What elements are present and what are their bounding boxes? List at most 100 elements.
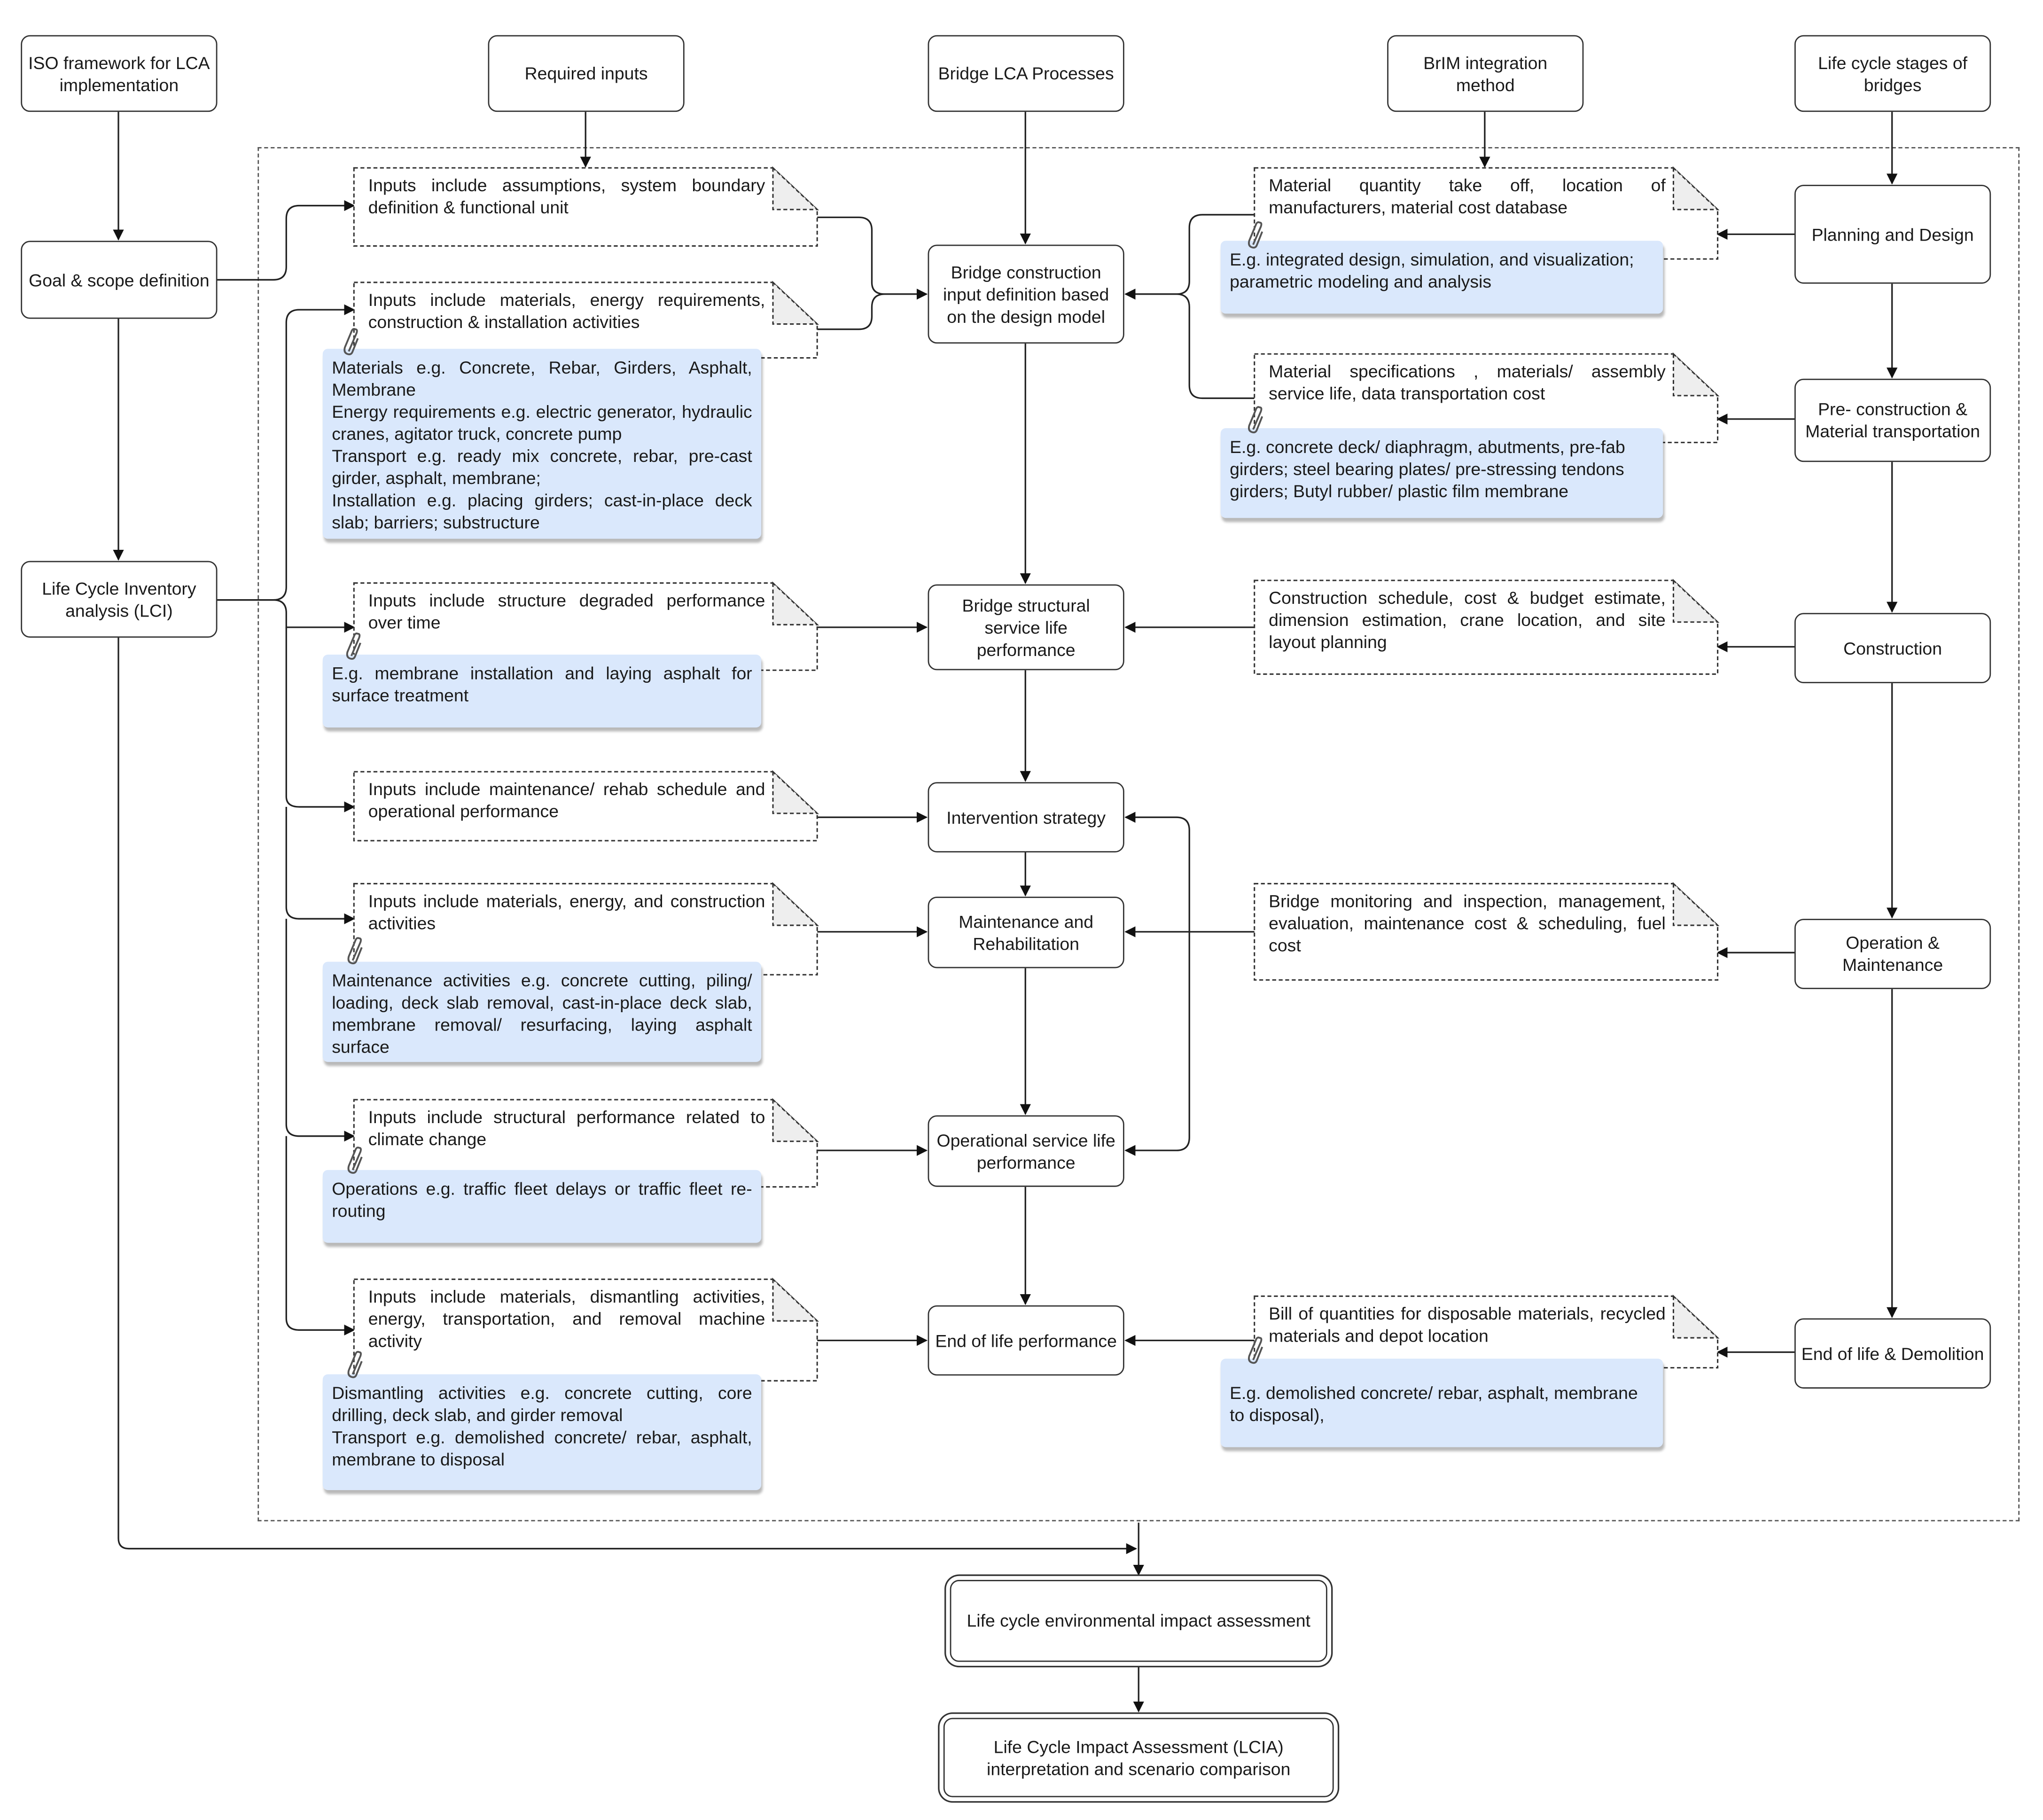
lci-box: Life Cycle Inventory analysis (LCI)	[21, 561, 218, 638]
input-detail-membrane-text: E.g. membrane installation and laying as…	[332, 664, 752, 706]
stage-end-of-life-demolition-label: End of life & Demolition	[1801, 1344, 1984, 1363]
stage-construction: Construction	[1794, 613, 1991, 683]
input-detail-dismantling: Dismantling activities e.g. concrete cut…	[322, 1374, 762, 1490]
brim-detail-components: E.g. concrete deck/ diaphragm, abutments…	[1220, 428, 1663, 518]
arrow-brim2-to-p1	[1124, 289, 1255, 399]
stage-preconstruction-label: Pre- construction & Material transportat…	[1805, 399, 1981, 441]
input-note-rehab-schedule: Inputs include maintenance/ rehab schedu…	[353, 770, 819, 842]
note-frame	[1254, 578, 1720, 675]
brim-note-construction-schedule: Construction schedule, cost & budget est…	[1254, 578, 1720, 675]
arrow-brim4-to-p3	[1124, 812, 1190, 932]
note-frame	[1254, 882, 1720, 981]
paperclip-icon	[1248, 406, 1266, 435]
paperclip-icon	[347, 1146, 366, 1175]
brim-detail-disposal-text: E.g. demolished concrete/ rebar, asphalt…	[1230, 1383, 1638, 1425]
input-note-assumptions-text: Inputs include assumptions, system bound…	[368, 175, 765, 218]
input-detail-maintenance-text: Maintenance activities e.g. concrete cut…	[332, 970, 752, 1057]
paperclip-icon	[1248, 221, 1266, 250]
note-frame	[353, 281, 819, 359]
input-note-rehab-schedule-text: Inputs include maintenance/ rehab schedu…	[368, 779, 765, 821]
header-bridge-lca-label: Bridge LCA Processes	[938, 63, 1114, 84]
input-note-materials-energy: Inputs include materials, energy require…	[353, 281, 819, 359]
input-detail-operations: Operations e.g. traffic fleet delays or …	[322, 1170, 762, 1243]
assessment-environmental-impact-label: Life cycle environmental impact assessme…	[967, 1611, 1310, 1631]
brim-detail-design-text: E.g. integrated design, simulation, and …	[1230, 250, 1634, 292]
arrow-lci-to-assessment	[117, 638, 1138, 1554]
stage-construction-label: Construction	[1843, 638, 1942, 658]
note-frame	[353, 882, 819, 976]
process-operational-performance: Operational service life performance	[928, 1115, 1124, 1187]
stage-operation-maintenance-label: Operation & Maintenance	[1842, 933, 1943, 975]
process-end-of-life: End of life performance	[928, 1305, 1124, 1376]
arrow-lci-to-input3	[217, 599, 355, 633]
brim-note-specifications: Material specifications , materials/ ass…	[1254, 352, 1720, 444]
input-detail-materials: Materials e.g. Concrete, Rebar, Girders,…	[322, 349, 762, 539]
goal-scope-label: Goal & scope definition	[29, 270, 210, 290]
arrow-input2-to-p1	[817, 289, 928, 330]
brim-note-quantity-takeoff-text: Material quantity take off, location of …	[1269, 175, 1666, 218]
note-frame	[353, 770, 819, 842]
input-detail-materials-text: Materials e.g. Concrete, Rebar, Girders,…	[332, 358, 752, 532]
assessment-lcia-label: Life Cycle Impact Assessment (LCIA) inte…	[987, 1736, 1291, 1779]
input-note-dismantling: Inputs include materials, dismantling ac…	[353, 1277, 819, 1382]
input-note-construction-activities-text: Inputs include materials, energy, and co…	[368, 891, 765, 933]
stage-operation-maintenance: Operation & Maintenance	[1794, 919, 1991, 989]
stage-planning-design: Planning and Design	[1794, 185, 1991, 284]
arrow-lci-to-input2	[217, 304, 355, 601]
brim-detail-disposal: E.g. demolished concrete/ rebar, asphalt…	[1220, 1359, 1663, 1447]
header-iso-label: ISO framework for LCA implementation	[28, 53, 210, 94]
brim-note-bill-of-quantities: Bill of quantities for disposable materi…	[1254, 1294, 1720, 1369]
brim-detail-components-text: E.g. concrete deck/ diaphragm, abutments…	[1230, 437, 1625, 501]
assessment-environmental-impact: Life cycle environmental impact assessme…	[950, 1580, 1327, 1662]
paperclip-icon	[347, 1351, 366, 1380]
header-brim-label: BrIM integration method	[1423, 53, 1548, 94]
arrow-input1-to-p1	[817, 216, 928, 300]
input-detail-membrane: E.g. membrane installation and laying as…	[322, 655, 762, 728]
note-frame	[353, 166, 819, 247]
paperclip-icon	[347, 937, 366, 966]
brim-note-specifications-text: Material specifications , materials/ ass…	[1269, 361, 1666, 404]
arrow-lci-to-input4	[285, 627, 355, 812]
paperclip-icon	[343, 328, 362, 357]
paperclip-icon	[346, 633, 365, 661]
arrow-lci-to-input7	[285, 1136, 355, 1336]
input-note-assumptions: Inputs include assumptions, system bound…	[353, 166, 819, 247]
input-note-construction-activities: Inputs include materials, energy, and co…	[353, 882, 819, 976]
input-note-climate-change-text: Inputs include structural performance re…	[368, 1107, 765, 1149]
brim-note-monitoring-text: Bridge monitoring and inspection, manage…	[1269, 891, 1666, 955]
input-note-dismantling-text: Inputs include materials, dismantling ac…	[368, 1287, 765, 1351]
brim-note-bill-of-quantities-text: Bill of quantities for disposable materi…	[1269, 1304, 1666, 1346]
process-maintenance: Maintenance and Rehabilitation	[928, 897, 1124, 969]
input-detail-maintenance: Maintenance activities e.g. concrete cut…	[322, 961, 762, 1062]
input-note-degraded-performance-text: Inputs include structure degraded perfor…	[368, 591, 765, 633]
brim-note-construction-schedule-text: Construction schedule, cost & budget est…	[1269, 588, 1666, 652]
stage-planning-design-label: Planning and Design	[1811, 224, 1974, 244]
header-bridge-lca: Bridge LCA Processes	[928, 35, 1124, 112]
process-end-of-life-label: End of life performance	[935, 1330, 1117, 1351]
arrow-goal-to-input1	[217, 200, 355, 281]
header-required-inputs-label: Required inputs	[524, 63, 648, 84]
process-intervention-strategy: Intervention strategy	[928, 782, 1124, 852]
input-note-degraded-performance: Inputs include structure degraded perfor…	[353, 581, 819, 671]
arrow-lci-to-input6	[285, 919, 355, 1142]
process-operational-performance-label: Operational service life performance	[936, 1130, 1115, 1172]
arrow-lci-to-input5	[285, 807, 355, 924]
brim-note-monitoring: Bridge monitoring and inspection, manage…	[1254, 882, 1720, 981]
arrow-brim4-to-p5	[1124, 931, 1190, 1156]
stage-end-of-life-demolition: End of life & Demolition	[1794, 1318, 1991, 1389]
stage-preconstruction: Pre- construction & Material transportat…	[1794, 378, 1991, 462]
header-stages-label: Life cycle stages of bridges	[1818, 53, 1968, 94]
goal-scope-box: Goal & scope definition	[21, 241, 218, 319]
bridge-lca-boundary-frame	[257, 147, 2020, 1522]
note-frame	[1254, 166, 1720, 260]
input-detail-dismantling-text: Dismantling activities e.g. concrete cut…	[332, 1383, 752, 1469]
note-frame	[353, 1277, 819, 1382]
paperclip-icon	[1248, 1336, 1266, 1365]
header-life-cycle-stages: Life cycle stages of bridges	[1794, 35, 1991, 112]
process-construction-input: Bridge construction input definition bas…	[928, 244, 1124, 344]
process-intervention-strategy-label: Intervention strategy	[946, 807, 1106, 827]
assessment-lcia: Life Cycle Impact Assessment (LCIA) inte…	[943, 1718, 1334, 1797]
header-required-inputs: Required inputs	[488, 35, 685, 112]
